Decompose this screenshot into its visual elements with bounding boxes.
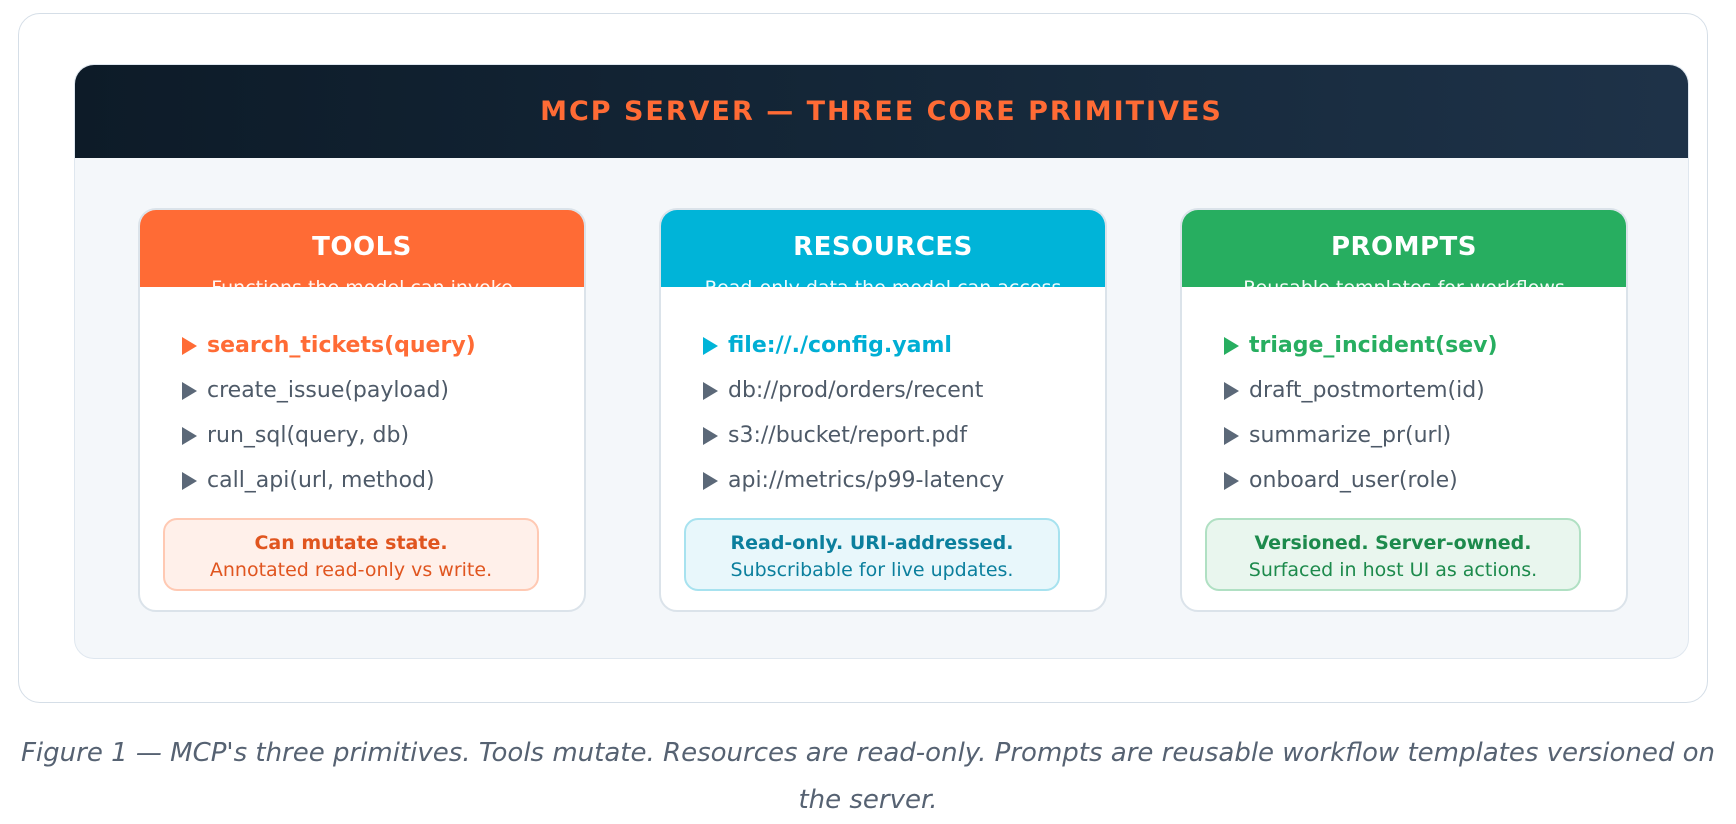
prompts-list: triage_incident(sev) draft_postmortem(id… — [1182, 287, 1626, 503]
list-item: file://./config.yaml — [703, 323, 1105, 368]
diagram-title: MCP SERVER — THREE CORE PRIMITIVES — [540, 96, 1223, 127]
play-triangle-icon — [703, 426, 718, 445]
list-item-label: onboard_user(role) — [1249, 468, 1458, 493]
resources-card-title: RESOURCES — [793, 232, 973, 262]
resources-card-subtitle: Read-only data the model can access — [661, 277, 1105, 287]
figure-frame: MCP SERVER — THREE CORE PRIMITIVES TOOLS… — [18, 13, 1708, 703]
tools-card-header: TOOLS Functions the model can invoke — [140, 210, 584, 287]
play-triangle-icon — [703, 336, 718, 355]
prompts-note-text: Surfaced in host UI as actions. — [1248, 559, 1538, 581]
list-item-label: api://metrics/p99-latency — [728, 468, 1005, 493]
list-item: db://prod/orders/recent — [703, 368, 1105, 413]
play-triangle-icon — [1224, 471, 1239, 490]
tools-note: Can mutate state. Annotated read-only vs… — [163, 518, 539, 591]
play-triangle-icon — [182, 336, 197, 355]
play-triangle-icon — [1224, 336, 1239, 355]
tools-note-text: Annotated read-only vs write. — [209, 559, 493, 581]
prompts-card: PROMPTS Reusable templates for workflows… — [1180, 208, 1628, 612]
list-item: s3://bucket/report.pdf — [703, 413, 1105, 458]
resources-card: RESOURCES Read-only data the model can a… — [659, 208, 1107, 612]
play-triangle-icon — [182, 426, 197, 445]
list-item-label: db://prod/orders/recent — [728, 378, 984, 403]
list-item-label: search_tickets(query) — [207, 333, 476, 358]
list-item: api://metrics/p99-latency — [703, 458, 1105, 503]
list-item-label: call_api(url, method) — [207, 468, 435, 493]
resources-note-heading: Read-only. URI-addressed. — [730, 532, 1014, 554]
list-item: draft_postmortem(id) — [1224, 368, 1626, 413]
resources-note: Read-only. URI-addressed. Subscribable f… — [684, 518, 1060, 591]
list-item-label: s3://bucket/report.pdf — [728, 423, 968, 448]
resources-list: file://./config.yaml db://prod/orders/re… — [661, 287, 1105, 503]
play-triangle-icon — [182, 471, 197, 490]
list-item-label: draft_postmortem(id) — [1249, 378, 1485, 403]
prompts-note-heading: Versioned. Server-owned. — [1254, 532, 1532, 554]
play-triangle-icon — [703, 471, 718, 490]
list-item: onboard_user(role) — [1224, 458, 1626, 503]
prompts-note: Versioned. Server-owned. Surfaced in hos… — [1205, 518, 1581, 591]
mcp-diagram: MCP SERVER — THREE CORE PRIMITIVES TOOLS… — [74, 64, 1689, 659]
list-item-label: run_sql(query, db) — [207, 423, 410, 448]
play-triangle-icon — [703, 381, 718, 400]
list-item: search_tickets(query) — [182, 323, 584, 368]
list-item: summarize_pr(url) — [1224, 413, 1626, 458]
figure-caption: Figure 1 — MCP's three primitives. Tools… — [20, 738, 1716, 815]
resources-note-text: Subscribable for live updates. — [730, 559, 1014, 581]
play-triangle-icon — [1224, 426, 1239, 445]
list-item: call_api(url, method) — [182, 458, 584, 503]
prompts-card-subtitle: Reusable templates for workflows — [1182, 277, 1626, 287]
list-item: run_sql(query, db) — [182, 413, 584, 458]
play-triangle-icon — [182, 381, 197, 400]
tools-note-heading: Can mutate state. — [254, 532, 448, 554]
diagram-header: MCP SERVER — THREE CORE PRIMITIVES — [75, 65, 1688, 158]
list-item: create_issue(payload) — [182, 368, 584, 413]
prompts-card-title: PROMPTS — [1330, 232, 1478, 262]
list-item: triage_incident(sev) — [1224, 323, 1626, 368]
play-triangle-icon — [1224, 381, 1239, 400]
list-item-label: triage_incident(sev) — [1249, 333, 1498, 358]
list-item-label: create_issue(payload) — [207, 378, 449, 403]
tools-card-subtitle: Functions the model can invoke — [140, 277, 584, 287]
tools-list: search_tickets(query) create_issue(paylo… — [140, 287, 584, 503]
tools-card: TOOLS Functions the model can invoke sea… — [138, 208, 586, 612]
prompts-card-header: PROMPTS Reusable templates for workflows — [1182, 210, 1626, 287]
tools-card-title: TOOLS — [312, 232, 412, 262]
resources-card-header: RESOURCES Read-only data the model can a… — [661, 210, 1105, 287]
list-item-label: file://./config.yaml — [728, 333, 952, 358]
list-item-label: summarize_pr(url) — [1249, 423, 1452, 448]
